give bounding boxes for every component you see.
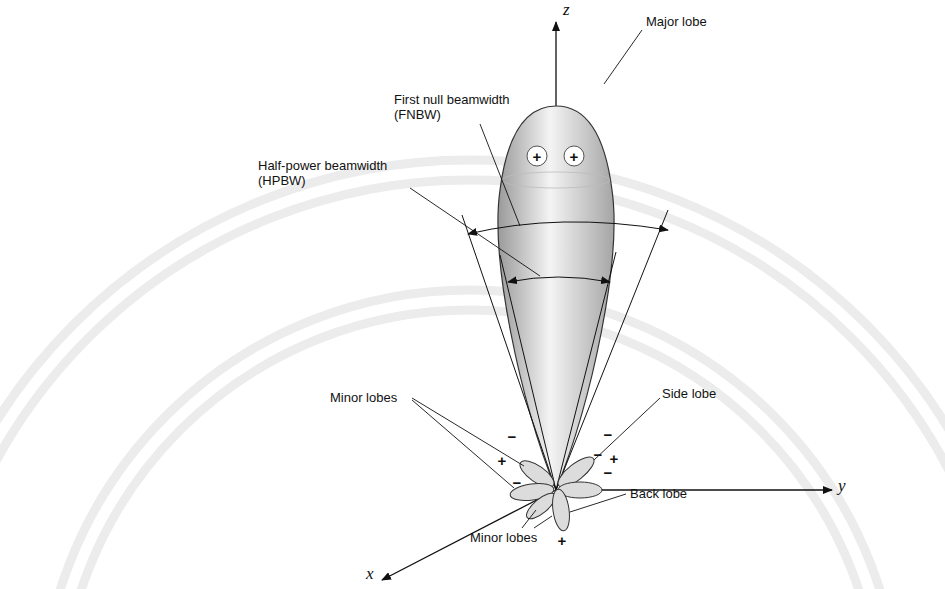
lobe-shading [502,172,610,188]
leader-line [480,124,520,226]
leader-line [412,398,524,466]
leader-line [534,516,552,528]
part-label: Major lobe [646,14,707,29]
fnbw-line [556,210,668,490]
leader-line [570,494,626,512]
back-lobe [550,488,572,532]
sign-label: − [508,429,517,444]
axis-label: x [366,566,374,581]
sign-label: − [604,427,613,442]
leader-line [604,30,642,84]
x-axis [382,490,556,580]
sign-label: + [570,149,579,164]
sign-label: + [498,453,507,468]
leader-line [412,400,514,488]
axis-label: y [838,478,846,493]
part-label: Minor lobes [470,530,537,545]
sign-label: + [610,451,619,466]
leader-line [522,510,536,528]
sign-circle [527,146,547,166]
axis-label: z [563,2,570,17]
watermark [0,160,945,589]
sign-label: − [604,465,613,480]
part-label: Minor lobes [330,390,397,405]
leader-line [410,188,540,276]
fnbw-arc [468,222,668,234]
sign-circle [564,146,584,166]
hpbw-line [500,255,556,490]
sign-label: − [513,475,522,490]
part-label: Back lobe [630,486,687,501]
fnbw-line [462,215,556,490]
sign-label: + [558,533,567,548]
dimension-label: First null beamwidth (FNBW) [394,92,528,122]
sign-label: − [594,447,603,462]
hpbw-line [556,252,616,490]
major-lobe [498,106,614,490]
sign-label: + [533,149,542,164]
part-label: Side lobe [662,386,716,401]
hpbw-arc [508,277,610,282]
dimension-label: Half-power beamwidth (HPBW) [258,158,408,188]
leader-line [594,398,660,460]
